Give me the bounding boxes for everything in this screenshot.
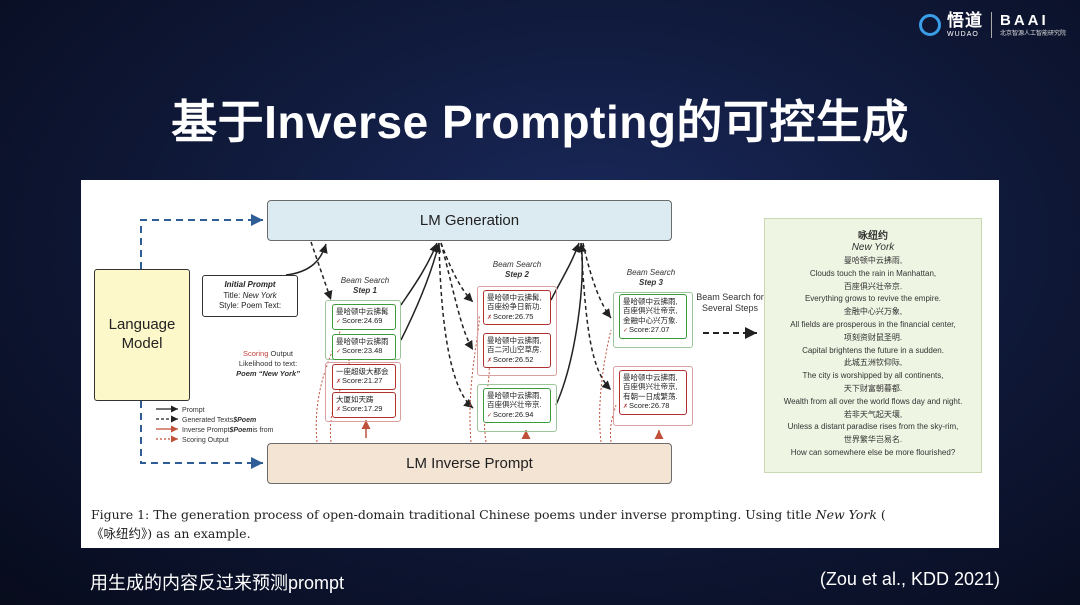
scoring-note: Scoring Output Likelihood to text: Poem …: [236, 349, 300, 378]
logo-org-sub: 北京智源人工智能研究院: [999, 31, 1066, 37]
poem-line: 金融中心兴万象,: [843, 307, 903, 317]
poem-line: Everything grows to revive the empire.: [804, 294, 942, 304]
legend-item: Generated Texts $Poem: [182, 416, 257, 424]
initial-prompt-box: Initial Prompt Title: New York Style: Po…: [202, 275, 298, 317]
poem-subtitle: New York: [851, 242, 895, 253]
arrow-generation-to-step3b: [580, 242, 612, 391]
arrow-lm-to-generation: [140, 214, 263, 269]
slide-title: 基于Inverse Prompting的可控生成: [171, 96, 909, 148]
poem-line: 曼哈顿中云拂雨,: [843, 256, 903, 265]
logo-brand-en: WUDAO: [946, 31, 979, 38]
poem-line: 若非天气起天壤,: [843, 409, 903, 419]
logo-org-name: BAAI: [999, 12, 1049, 29]
logo-brand: 悟道 WUDAO: [947, 12, 983, 38]
poem-line: Clouds touch the rain in Manhattan,: [809, 268, 937, 278]
poem-title: 咏纽约: [858, 231, 888, 242]
legend-item: Prompt: [182, 406, 205, 414]
arrow-step2c-to-generation: [555, 242, 587, 406]
arrow-generation-to-step2c: [438, 242, 474, 409]
logo-org: BAAI 北京智源人工智能研究院: [1000, 13, 1066, 37]
figure-panel: LM Generation LM Inverse Prompt Language…: [81, 180, 999, 548]
step1-candidate: 曼哈顿中云拂雨 ✓Score:23.48: [332, 334, 396, 360]
arrow-step1-to-generation: [400, 242, 438, 306]
step1-candidate: 曼哈顿中云拂髯 ✓Score:24.69: [332, 304, 396, 330]
wudao-logo-icon: [918, 14, 941, 36]
scoring-dotted-1: [315, 319, 344, 443]
poem-lines: 曼哈顿中云拂雨, Clouds touch the rain in Manhat…: [765, 255, 981, 460]
diagram-arrows: [140, 214, 757, 469]
step2-candidate: 曼哈顿中云拂髯, 百座纷争日新功. ✗Score:26.75: [483, 290, 551, 326]
scoring-dotted-3: [469, 314, 480, 443]
poem-line: Unless a distant paradise rises from the…: [787, 422, 959, 432]
logo-divider: [990, 12, 992, 38]
step2-candidate: 曼哈顿中云拂雨, 百二河山空草房. ✗Score:26.52: [483, 333, 551, 369]
step2-candidate: 曼哈顿中云拂雨, 百座俱兴壮帝京. ✓Score:26.94: [483, 388, 551, 424]
step3-top-group: [613, 292, 693, 348]
arrow-generation-to-step1: [310, 241, 333, 301]
final-poem-box: 咏纽约 New York 曼哈顿中云拂雨, Clouds touch the r…: [764, 218, 982, 473]
arrow-step2-to-generation: [550, 242, 581, 301]
step3-candidate: 曼哈顿中云拂雨, 百座俱兴壮帝京, 金融中心兴万象. ✓Score:27.07: [619, 294, 687, 339]
step3-bottom-group: [613, 366, 693, 426]
initial-prompt-heading: Initial Prompt: [224, 280, 276, 290]
poem-line: The city is worshipped by all continents…: [802, 371, 944, 381]
poem-line: 百座俱兴壮帝京.: [843, 281, 903, 291]
poem-line: 项刻资财鼠圣明.: [843, 332, 903, 342]
legend-item: Scoring Output: [182, 436, 229, 444]
poem-line: 天下财富朝暮都.: [843, 383, 903, 393]
step1-candidate: 大厦如天踌 ✗Score:17.29: [332, 392, 396, 418]
poem-line: Capital brightens the future in a sudden…: [802, 345, 944, 355]
step2-bottom-group: [477, 384, 557, 432]
poem-line: 世界繁华岂易名.: [843, 435, 903, 445]
poem-line: How can somewhere else be more flourishe…: [790, 447, 956, 457]
legend-item: Inverse Prompt $Poem is from: [182, 426, 274, 434]
lm-generation-box: LM Generation: [267, 200, 672, 241]
arrow-generation-to-step2b: [440, 242, 474, 351]
initial-prompt-title-line: Title: New York: [223, 290, 277, 300]
scoring-dotted-6: [610, 404, 617, 443]
beam-search-several-steps-label: Beam Search for Several Steps: [696, 292, 764, 313]
poem-line: All fields are prosperous in the financi…: [790, 319, 956, 329]
step1-bottom-group: [325, 362, 401, 422]
step1-candidate: 一座超级大都会 ✗Score:21.27: [332, 364, 396, 390]
arrow-generation-to-step3a: [582, 242, 612, 319]
step3-candidate: 曼哈顿中云拂雨, 百座俱兴壮帝京, 有朝一日成繁荡. ✗Score:26.78: [619, 370, 687, 415]
arrow-lm-to-inverse: [140, 401, 263, 469]
logo-brand-cn: 悟道: [946, 11, 983, 30]
poem-line: Wealth from all over the world flows day…: [783, 396, 963, 406]
scoring-dotted-5: [599, 329, 612, 443]
arrow-step1b-to-generation: [400, 242, 442, 341]
bottom-note: 用生成的内容反过来预测prompt: [90, 573, 345, 593]
arrow-generation-to-step2a: [440, 242, 474, 303]
logo: 悟道 WUDAO BAAI 北京智源人工智能研究院: [918, 12, 1066, 38]
step2-top-group: [477, 286, 557, 376]
language-model-box: Language Model: [94, 269, 190, 401]
arrow-prompt-to-generation: [285, 243, 328, 276]
initial-prompt-style-line: Style: Poem Text:: [218, 301, 282, 311]
figure-caption: Figure 1: The generation process of open…: [91, 507, 886, 542]
diagram-legend: Prompt Generated Texts $Poem Inverse Pro…: [154, 405, 273, 445]
citation: (Zou et al., KDD 2021): [819, 569, 1000, 589]
lm-inverse-prompt-box: LM Inverse Prompt: [267, 443, 672, 484]
poem-line: 此城五洲钦仰际,: [843, 358, 903, 368]
